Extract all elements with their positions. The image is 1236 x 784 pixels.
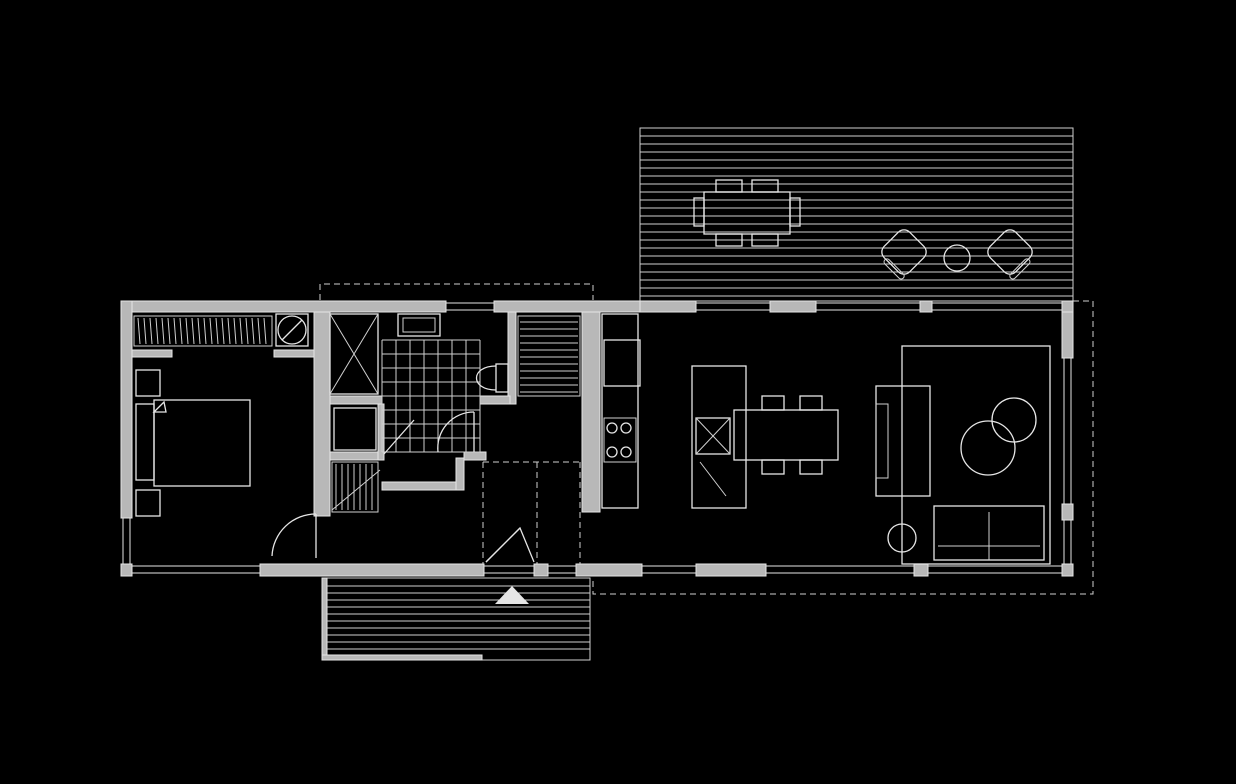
dining-table bbox=[733, 395, 839, 475]
toilet bbox=[476, 363, 509, 393]
coffee-table-large bbox=[960, 420, 1016, 476]
drawing-line bbox=[167, 317, 171, 345]
entry-closet bbox=[517, 315, 581, 397]
drawing-line bbox=[185, 317, 189, 345]
porch-boards bbox=[327, 585, 590, 650]
rug bbox=[901, 345, 1051, 565]
living-room bbox=[875, 345, 1051, 565]
entry-porch bbox=[321, 577, 591, 661]
entry-arrow-icon bbox=[495, 586, 529, 604]
bed bbox=[135, 369, 251, 517]
bath-door bbox=[383, 411, 475, 455]
drawing-line bbox=[179, 317, 183, 345]
tiled-floor bbox=[381, 339, 481, 453]
washer bbox=[333, 407, 377, 451]
cooktop bbox=[603, 417, 637, 463]
entry-door bbox=[485, 526, 535, 563]
roof-outline bbox=[319, 283, 1094, 595]
drawing-line bbox=[197, 317, 201, 345]
sofa-bottom bbox=[933, 505, 1045, 561]
drawing-line bbox=[155, 317, 159, 345]
outdoor-dining bbox=[693, 179, 801, 247]
bedroom bbox=[133, 313, 317, 558]
outdoor-side-table bbox=[943, 244, 971, 272]
kitchen bbox=[601, 313, 641, 509]
drawing-line bbox=[173, 317, 177, 345]
drawing-line bbox=[209, 317, 213, 345]
drawing-line bbox=[215, 317, 219, 345]
drawing-line bbox=[257, 317, 261, 345]
fridge bbox=[603, 339, 641, 387]
rear-deck-boards bbox=[640, 135, 1073, 297]
sink bbox=[397, 313, 441, 337]
wardrobe bbox=[137, 317, 267, 345]
bedroom-door bbox=[271, 513, 317, 558]
drawing-line bbox=[149, 317, 153, 345]
drawing-line bbox=[203, 317, 207, 345]
coffee-table-small bbox=[991, 397, 1037, 443]
drawing-line bbox=[245, 317, 249, 345]
island bbox=[691, 365, 747, 509]
drawing-line bbox=[233, 317, 237, 345]
drawing-line bbox=[143, 317, 147, 345]
side-table bbox=[887, 523, 917, 553]
drawing-line bbox=[191, 317, 195, 345]
laundry-basket bbox=[277, 315, 307, 345]
bathroom bbox=[329, 313, 509, 455]
stair bbox=[331, 461, 381, 513]
outdoor-lounge bbox=[881, 229, 1033, 280]
drawing-line bbox=[137, 317, 141, 345]
drawing-line bbox=[239, 317, 243, 345]
rear-deck bbox=[639, 127, 1074, 302]
island-sink bbox=[695, 417, 731, 455]
drawing-line bbox=[251, 317, 255, 345]
drawing-line bbox=[263, 317, 267, 345]
drawing-line bbox=[221, 317, 225, 345]
drawing-line bbox=[161, 317, 165, 345]
sofa-left bbox=[875, 385, 931, 497]
drawing-line bbox=[227, 317, 231, 345]
interior-walls bbox=[131, 311, 601, 517]
exterior-walls bbox=[120, 300, 1074, 577]
